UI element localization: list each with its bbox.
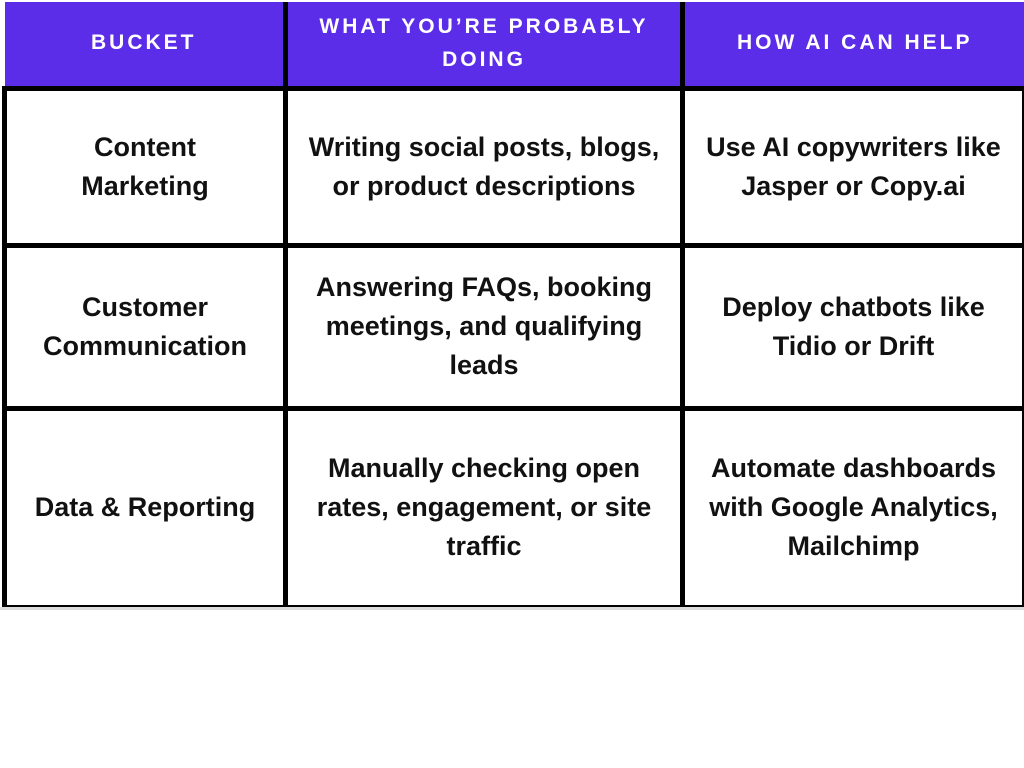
column-header-bucket: BUCKET xyxy=(4,2,288,91)
table-row: Content Marketing Writing social posts, … xyxy=(2,85,1024,248)
cell-help-data-reporting: Automate dashboards with Google Analytic… xyxy=(680,405,1024,610)
cell-doing-content-marketing: Writing social posts, blogs, or product … xyxy=(283,85,685,248)
column-header-how-ai-can-help: HOW AI CAN HELP xyxy=(680,2,1024,91)
cell-bucket-data-reporting: Data & Reporting xyxy=(2,405,288,610)
cell-bucket-customer-communication: Customer Communication xyxy=(2,242,288,411)
cell-doing-customer-communication: Answering FAQs, booking meetings, and qu… xyxy=(283,242,685,411)
table-row: Customer Communication Answering FAQs, b… xyxy=(2,242,1024,411)
cell-help-customer-communication: Deploy chatbots like Tidio or Drift xyxy=(680,242,1024,411)
cell-help-content-marketing: Use AI copywriters like Jasper or Copy.a… xyxy=(680,85,1024,248)
table-header-row: BUCKET WHAT YOU’RE PROBABLY DOING HOW AI… xyxy=(4,2,1024,91)
cell-bucket-content-marketing: Content Marketing xyxy=(2,85,288,248)
ai-help-table: BUCKET WHAT YOU’RE PROBABLY DOING HOW AI… xyxy=(2,2,1024,610)
cell-doing-data-reporting: Manually checking open rates, engagement… xyxy=(283,405,685,610)
table-bottom-shadow xyxy=(0,607,1024,610)
table-row: Data & Reporting Manually checking open … xyxy=(2,405,1024,610)
column-header-probably-doing: WHAT YOU’RE PROBABLY DOING xyxy=(283,2,685,91)
